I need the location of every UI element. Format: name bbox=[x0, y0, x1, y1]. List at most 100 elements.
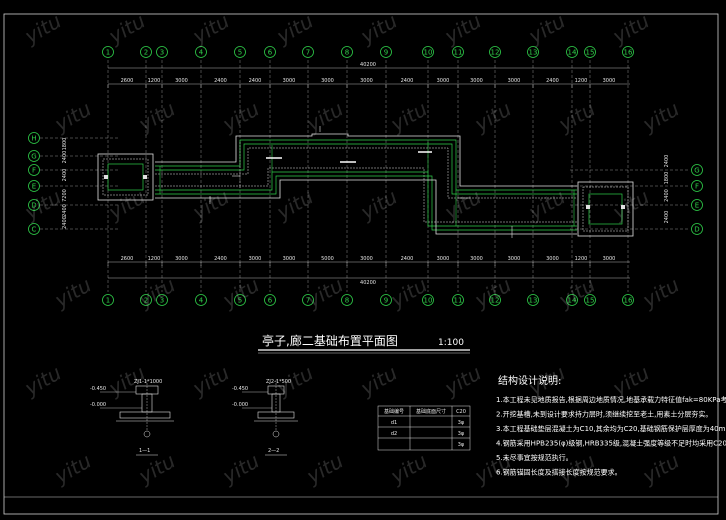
axis-bubble-bottom-13: 13 bbox=[527, 294, 539, 306]
dimension-lines bbox=[108, 67, 630, 279]
axis-bubble-bottom-14-label: 14 bbox=[568, 296, 577, 304]
right-dim-3: 2400 bbox=[664, 211, 670, 224]
axis-bubble-left-C-label: C bbox=[32, 225, 37, 233]
axis-bubble-top-10-label: 10 bbox=[424, 48, 433, 56]
axis-bubble-top-5-label: 5 bbox=[238, 48, 242, 56]
axis-bubble-left-E: E bbox=[28, 180, 40, 192]
top-dim-2: 3000 bbox=[175, 78, 188, 84]
axis-bubble-right-F: F bbox=[691, 180, 703, 192]
axis-bubble-top-9-label: 9 bbox=[384, 48, 388, 56]
axis-bubble-top-3: 3 bbox=[156, 46, 168, 58]
total-dim-top: 40200 bbox=[360, 62, 376, 68]
axis-bubble-top-13: 13 bbox=[527, 46, 539, 58]
top-dim-8: 2400 bbox=[401, 78, 414, 84]
axis-bubble-top-6-label: 6 bbox=[268, 48, 273, 56]
axis-bubble-left-G-label: G bbox=[31, 152, 36, 160]
bottom-dim-11: 3000 bbox=[508, 256, 521, 262]
notes-title: 结构设计说明: bbox=[498, 374, 561, 387]
axis-bubble-right-D: D bbox=[691, 223, 703, 235]
bottom-dim-9: 3000 bbox=[437, 256, 450, 262]
top-dim-10: 3000 bbox=[470, 78, 483, 84]
top-dim-1: 1200 bbox=[148, 78, 161, 84]
axis-bubble-top-4-label: 4 bbox=[199, 48, 204, 56]
top-dim-12: 2400 bbox=[546, 78, 559, 84]
bottom-dim-3: 2400 bbox=[214, 256, 227, 262]
plan-title: 亭子,廊二基础布置平面图 bbox=[262, 333, 398, 348]
left-dim-2: 2400 bbox=[62, 169, 68, 182]
axis-bubble-bottom-5: 5 bbox=[234, 294, 246, 306]
axis-bubble-bottom-15: 15 bbox=[584, 294, 596, 306]
axis-bubble-right-G: G bbox=[691, 164, 703, 176]
right-dim-2: 2400 bbox=[664, 189, 670, 202]
right-dim-0: 2400 bbox=[664, 155, 670, 168]
plan-scale: 1:100 bbox=[438, 338, 464, 348]
axis-bubble-left-G: G bbox=[28, 150, 40, 162]
axis-bubble-bottom-4: 4 bbox=[195, 294, 207, 306]
section-1-tag: ZJ1-1*1000 bbox=[134, 379, 162, 385]
corridor-strip-foundation bbox=[155, 126, 577, 238]
axis-bubble-top-15: 15 bbox=[584, 46, 596, 58]
axis-bubble-top-8: 8 bbox=[341, 46, 353, 58]
axis-bubble-top-7-label: 7 bbox=[306, 48, 310, 56]
sheet-frame bbox=[3, 13, 719, 515]
axis-bubble-bottom-9-label: 9 bbox=[384, 296, 388, 304]
axis-bubble-bottom-13-label: 13 bbox=[529, 296, 538, 304]
axis-bubble-right-E: E bbox=[691, 199, 703, 211]
axis-bubble-bottom-10: 10 bbox=[422, 294, 434, 306]
axis-bubble-top-2: 2 bbox=[140, 46, 152, 58]
axis-bubble-left-C: C bbox=[28, 223, 40, 235]
axis-bubble-top-15-label: 15 bbox=[586, 48, 595, 56]
axis-bubble-bottom-9: 9 bbox=[380, 294, 392, 306]
top-dim-6: 3000 bbox=[321, 78, 334, 84]
section-1-1-detail: ZJ1-1*1000 -0.450 -0.000 1—1 bbox=[90, 379, 174, 456]
table-cell-0-2: 3φ bbox=[458, 420, 465, 426]
foundation-table bbox=[377, 405, 471, 451]
section-1-mark-2: -0.000 bbox=[90, 402, 106, 408]
axis-bubble-top-12: 12 bbox=[489, 46, 501, 58]
axis-bubble-bottom-12: 12 bbox=[489, 294, 501, 306]
section-1-label: 1—1 bbox=[139, 448, 150, 454]
axis-bubble-top-13-label: 13 bbox=[529, 48, 538, 56]
axis-bubble-bottom-7: 7 bbox=[302, 294, 314, 306]
table-header-0: 基础编号 bbox=[384, 408, 404, 415]
axis-bubble-left-D-label: D bbox=[31, 201, 36, 209]
axis-bubble-top-12-label: 12 bbox=[491, 48, 500, 56]
bottom-dim-1: 1200 bbox=[148, 256, 161, 262]
axis-bubble-bottom-2: 2 bbox=[140, 294, 152, 306]
bottom-dim-12: 3000 bbox=[546, 256, 559, 262]
axis-bubble-bottom-1: 1 bbox=[102, 294, 114, 306]
axis-bubble-top-11-label: 11 bbox=[454, 48, 463, 56]
bottom-dim-13: 1200 bbox=[575, 256, 588, 262]
axis-bubble-top-11: 11 bbox=[452, 46, 464, 58]
axis-bubble-bottom-11: 11 bbox=[452, 294, 464, 306]
table-cell-1-0: d2 bbox=[391, 431, 397, 437]
axis-bubble-top-14-label: 14 bbox=[568, 48, 577, 56]
axis-bubble-left-F: F bbox=[28, 164, 40, 176]
axis-bubble-top-1-label: 1 bbox=[106, 48, 110, 56]
left-dim-4: 2400 bbox=[62, 204, 68, 217]
section-2-tag: ZJ2-1*500 bbox=[266, 379, 291, 385]
bottom-dim-10: 3000 bbox=[470, 256, 483, 262]
axis-bubble-bottom-1-label: 1 bbox=[106, 296, 110, 304]
top-dim-0: 2600 bbox=[121, 78, 134, 84]
axis-bubble-left-E-label: E bbox=[32, 182, 36, 190]
axis-bubble-bottom-11-label: 11 bbox=[454, 296, 463, 304]
left-dim-1: 2400 bbox=[62, 151, 68, 164]
note-item-4: 4.钢筋采用HPB235(φ)级钢,HRB335级,混凝土强度等级不足时均采用C… bbox=[496, 439, 726, 448]
axis-bubble-bottom-10-label: 10 bbox=[424, 296, 433, 304]
note-item-5: 5.未尽事宜按规范执行。 bbox=[496, 453, 573, 462]
axis-bubble-top-2-label: 2 bbox=[144, 48, 148, 56]
section-2-label: 2—2 bbox=[268, 448, 279, 454]
top-dim-9: 3000 bbox=[437, 78, 450, 84]
table-header-2: C20 bbox=[456, 409, 466, 415]
axis-bubble-top-9: 9 bbox=[380, 46, 392, 58]
bottom-dim-14: 3000 bbox=[603, 256, 616, 262]
axis-bubble-top-16: 16 bbox=[622, 46, 634, 58]
bottom-dim-7: 3000 bbox=[360, 256, 373, 262]
section-2-mark-2: -0.000 bbox=[232, 402, 248, 408]
structural-notes: 1.本工程未见地质报告,根据周边地质情况,地基承载力特征值fak=80KPa考虑… bbox=[496, 395, 726, 477]
